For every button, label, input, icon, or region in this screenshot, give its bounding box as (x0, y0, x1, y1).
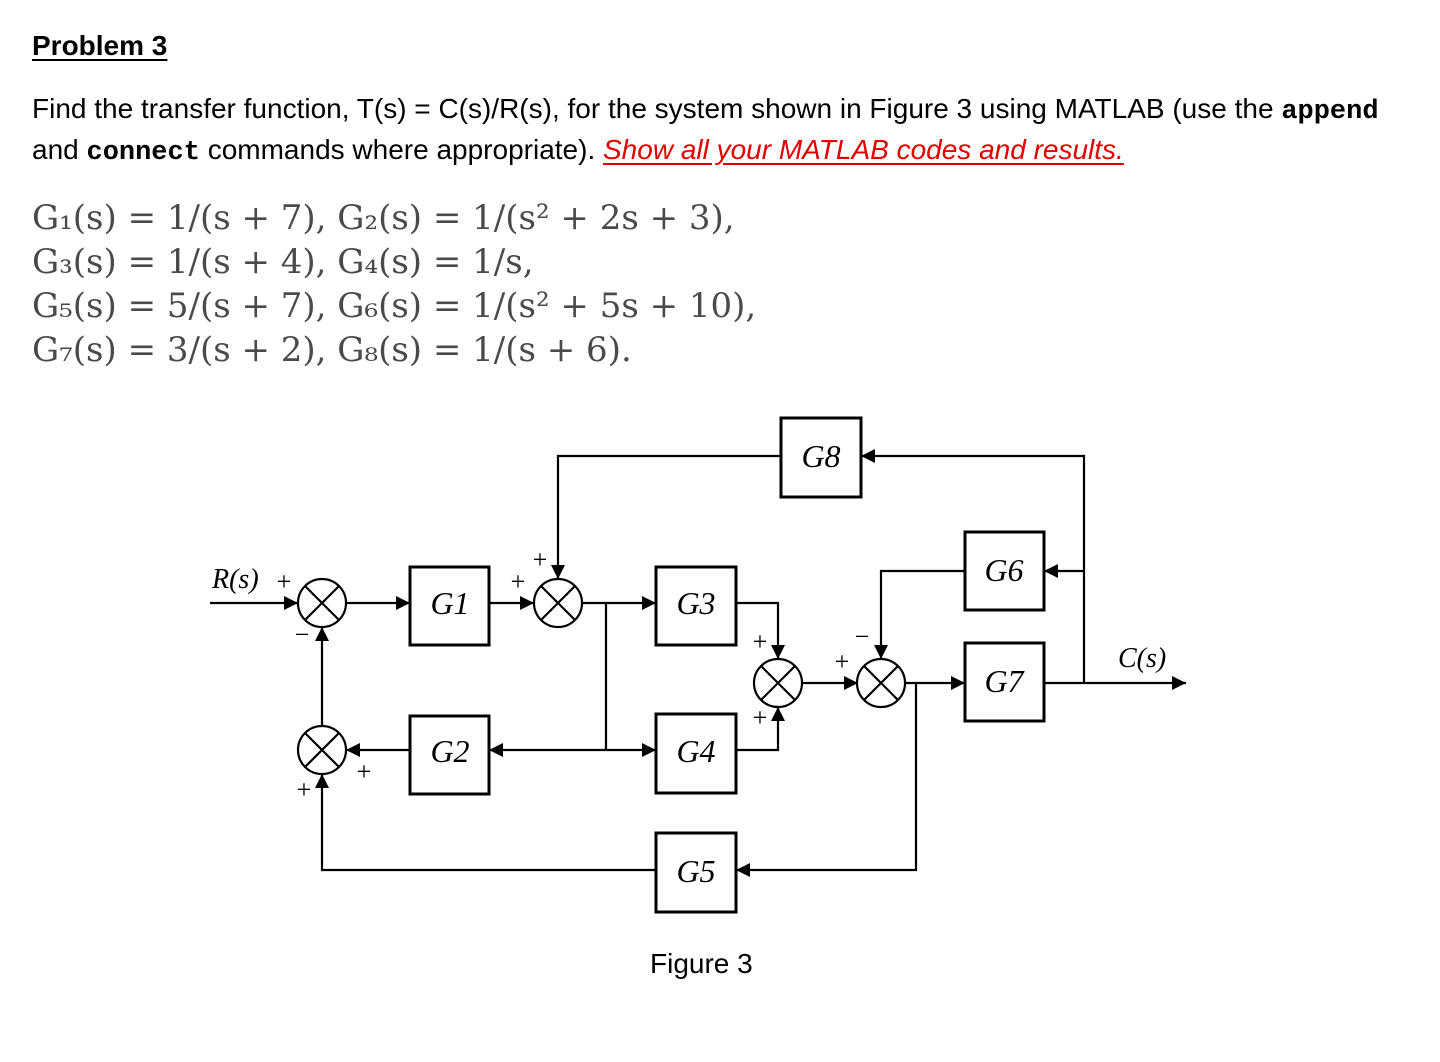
equation-line: G₁(s) = 1/(s + 7), G₂(s) = 1/(s² + 2s + … (32, 198, 735, 238)
block-label-g7: G7 (984, 663, 1025, 699)
block-g8 (779, 416, 863, 499)
instructions-text-3: commands where appropriate). (199, 134, 603, 165)
instructions-text-2: and (32, 134, 87, 165)
figure-caption: Figure 3 (650, 948, 753, 979)
signal-line (736, 707, 785, 752)
sign-s1-feedback: − (295, 620, 310, 649)
summing-junction-2 (296, 724, 348, 776)
append-command: append (1281, 97, 1379, 127)
summing-junction-4 (752, 657, 804, 709)
feedback-line (315, 774, 656, 872)
instructions-text-1: Find the transfer function, T(s) = C(s)/… (32, 93, 1282, 124)
sign-s4-top: + (753, 627, 768, 656)
block-g6 (963, 530, 1046, 612)
sign-s2-right: + (357, 757, 372, 786)
block-label-g4: G4 (676, 733, 715, 769)
summing-junction-1 (296, 577, 348, 629)
block-g7 (963, 641, 1046, 723)
block-label-g2: G2 (430, 733, 469, 769)
sign-s4-bottom: + (753, 703, 768, 732)
summing-junction-5 (855, 657, 907, 709)
sign-s3-top: + (533, 545, 548, 574)
input-label: R(s) (211, 564, 259, 595)
block-g4 (654, 712, 738, 795)
output-label: C(s) (1118, 643, 1166, 674)
sign-s1-input: + (277, 567, 292, 596)
sign-s5-top: − (855, 622, 870, 651)
feedback-line (736, 683, 918, 877)
transfer-function-definitions: G₁(s) = 1/(s + 7), G₂(s) = 1/(s² + 2s + … (32, 196, 756, 372)
block-label-g8: G8 (801, 438, 840, 474)
equation-line: G₇(s) = 3/(s + 2), G₈(s) = 1/(s + 6). (32, 330, 632, 370)
block-g1 (408, 565, 491, 647)
problem-title: Problem 3 (32, 30, 168, 61)
block-g5 (654, 831, 738, 914)
connect-command: connect (86, 138, 200, 168)
block-g2 (408, 714, 491, 796)
sign-s3-left: + (511, 567, 526, 596)
block-label-g6: G6 (984, 552, 1023, 588)
signal-line (736, 601, 785, 659)
feedback-line (874, 569, 965, 659)
block-label-g5: G5 (676, 853, 715, 889)
problem-instructions: Find the transfer function, T(s) = C(s)/… (32, 90, 1422, 172)
sign-s5-left: + (835, 647, 850, 676)
summing-junction-3 (532, 577, 584, 629)
feedback-line (861, 449, 1086, 683)
equation-line: G₅(s) = 5/(s + 7), G₆(s) = 1/(s² + 5s + … (32, 286, 757, 326)
block-label-g3: G3 (676, 585, 715, 621)
equation-line: G₃(s) = 1/(s + 4), G₄(s) = 1/s, (32, 242, 534, 282)
sign-s2-bottom: + (297, 775, 312, 804)
feedback-line (551, 454, 781, 579)
block-g3 (654, 565, 738, 647)
block-label-g1: G1 (430, 585, 469, 621)
emphasis-note: Show all your MATLAB codes and results. (603, 134, 1124, 165)
